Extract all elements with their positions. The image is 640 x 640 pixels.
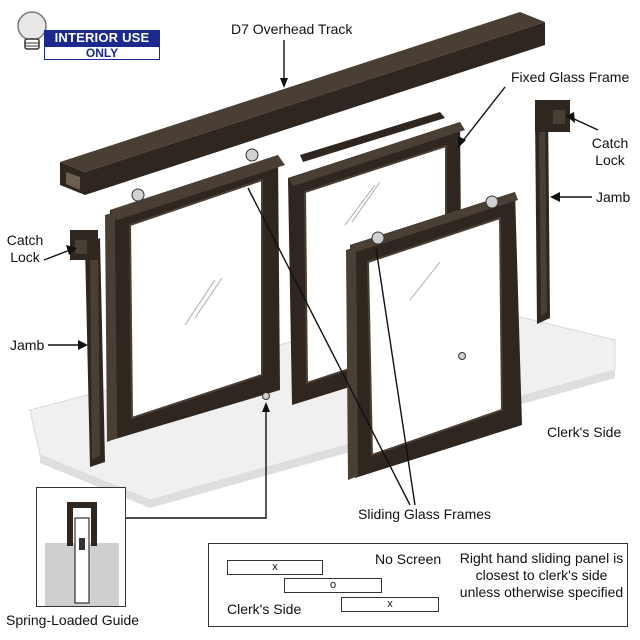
label-catch-lock-right: Catch Lock — [591, 135, 629, 168]
spring-guide-detail — [45, 502, 119, 606]
lightbulb-icon — [17, 11, 47, 50]
legend-note: Right hand sliding panel is closest to c… — [459, 550, 624, 600]
right-sliding-frame — [346, 192, 522, 480]
label-sliding-glass-frames: Sliding Glass Frames — [358, 506, 492, 522]
legend-no-screen: No Screen — [375, 551, 442, 567]
legend-clerks-side: Clerk's Side — [227, 601, 302, 617]
left-sliding-frame — [105, 148, 285, 442]
label-overhead-track: D7 Overhead Track — [231, 21, 353, 37]
label-jamb-right: Jamb — [596, 189, 631, 205]
label-catch-lock-left: Catch Lock — [6, 232, 44, 265]
badge-line2: ONLY — [44, 46, 160, 60]
legend-box: x o x No Screen Clerk's Side Right hand … — [208, 543, 628, 627]
fixed-frame-top-bar — [300, 112, 445, 162]
label-jamb-left: Jamb — [10, 337, 45, 353]
spring-loaded-guide-inset — [36, 487, 126, 607]
legend-panel-3: x — [341, 597, 439, 612]
legend-panel-1: x — [227, 560, 323, 575]
label-clerks-side: Clerk's Side — [547, 424, 622, 440]
left-jamb — [70, 230, 105, 467]
legend-panel-2: o — [284, 578, 382, 593]
label-fixed-glass-frame: Fixed Glass Frame — [511, 69, 630, 85]
interior-use-badge: INTERIOR USE ONLY — [10, 8, 160, 60]
guide-pin — [262, 392, 270, 400]
leader-lines — [43, 40, 599, 519]
badge-line1: INTERIOR USE — [44, 30, 160, 46]
overhead-track — [60, 12, 545, 195]
label-spring-loaded-guide: Spring-Loaded Guide — [6, 612, 140, 628]
right-jamb — [535, 100, 570, 324]
